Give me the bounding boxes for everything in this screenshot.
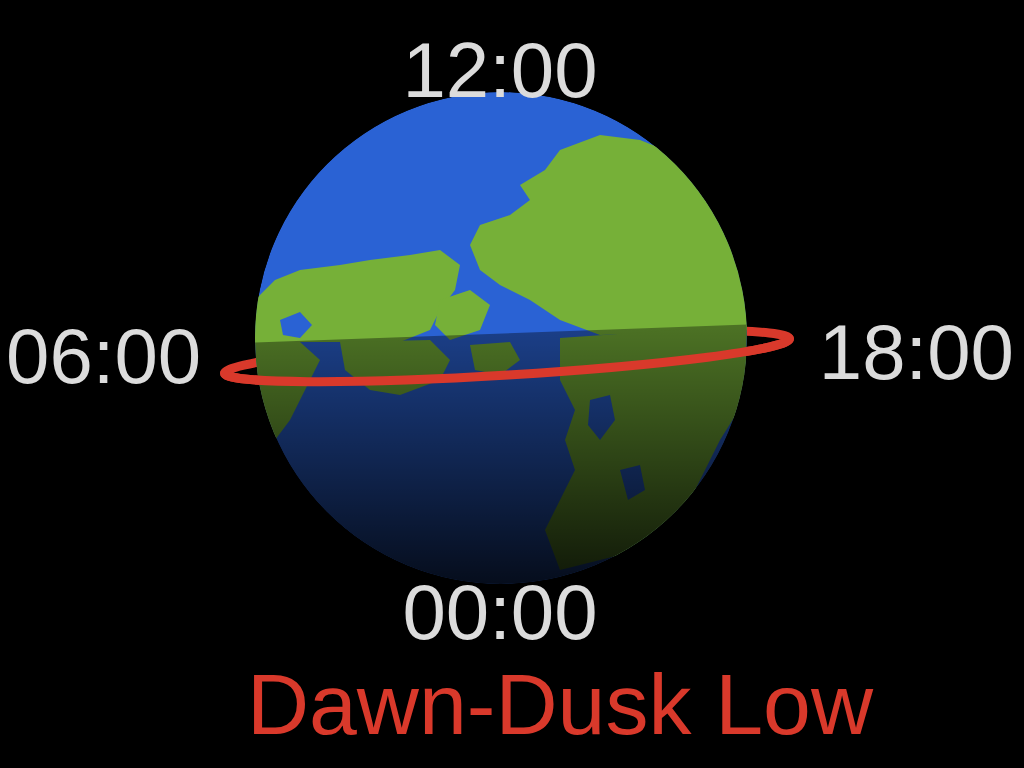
globe: [240, 92, 760, 600]
time-label: 18:00: [819, 313, 1014, 391]
time-label: 12:00: [402, 31, 597, 109]
orbit-front-arc: [225, 339, 791, 393]
night-shadow: [240, 324, 760, 600]
time-label: 06:00: [6, 317, 201, 395]
orbit-front: [225, 339, 791, 393]
time-label: 00:00: [402, 573, 597, 651]
orbit-name: Dawn-Dusk Low: [247, 661, 873, 747]
